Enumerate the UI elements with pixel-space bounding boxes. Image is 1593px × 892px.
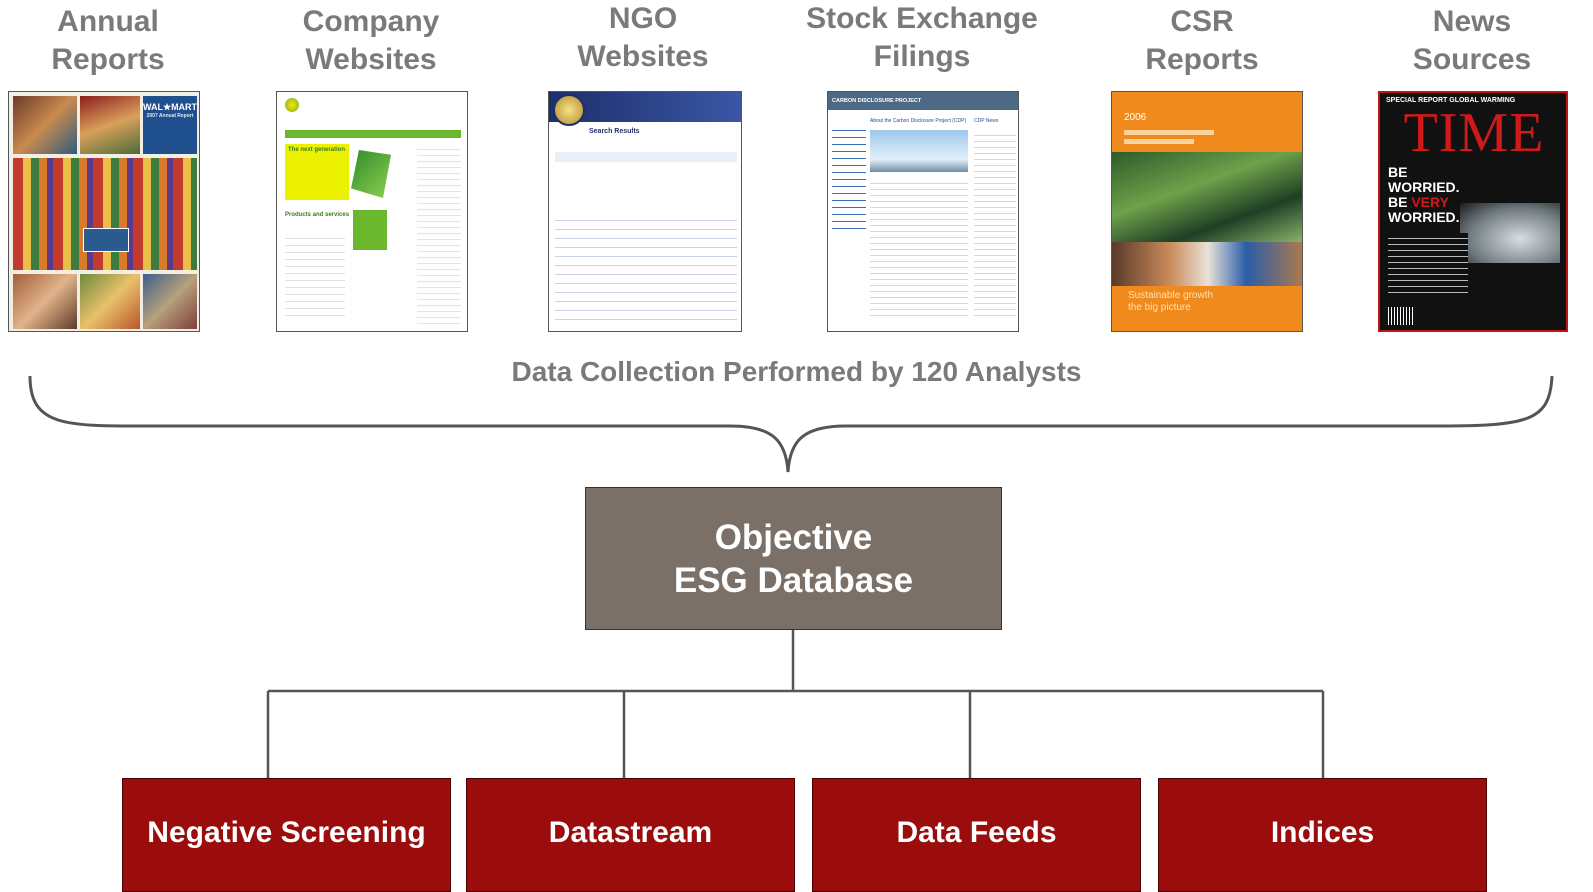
feature-panel: The next generation	[285, 144, 349, 200]
cdp-about-heading: About the Carbon Disclosure Project (CDP…	[870, 118, 967, 124]
text-lines	[285, 232, 345, 322]
source-title-csr-reports: CSR Reports	[1145, 3, 1258, 79]
database-label-line2: ESG Database	[673, 560, 914, 600]
seal-icon	[553, 94, 585, 126]
source-title-news-sources: News Sources	[1413, 3, 1531, 79]
esg-database-box: Objective ESG Database	[585, 487, 1002, 630]
cover-copy	[1388, 233, 1468, 293]
output-label: Data Feeds	[896, 816, 1057, 849]
cover-tagline: Sustainable growth the big picture	[1128, 290, 1213, 314]
walmart-cover: WAL★MART 2007 Annual Report	[143, 96, 197, 154]
cover-banner: SPECIAL REPORT GLOBAL WARMING	[1386, 97, 1516, 104]
cover-headline: BE WORRIED. BE VERY WORRIED.	[1388, 165, 1460, 225]
promo-tile	[353, 210, 387, 250]
forest-photo	[1112, 152, 1302, 242]
datastream-box: Datastream	[466, 778, 795, 892]
ngo-website-thumbnail: Search Results	[548, 91, 742, 332]
barcode-icon	[1388, 307, 1414, 325]
source-title-line1: Stock Exchange	[806, 2, 1038, 35]
collage-photo	[80, 274, 140, 329]
headline-word: BE	[1388, 194, 1408, 210]
collage-photo	[143, 274, 197, 329]
products-heading: Products and services	[285, 212, 350, 218]
feature-title: The next generation	[288, 147, 346, 153]
collage-photo	[80, 96, 140, 154]
search-results-heading: Search Results	[589, 128, 640, 135]
walmart-subtitle: 2007 Annual Report	[146, 113, 194, 119]
body-text	[870, 178, 968, 318]
database-label-line1: Objective	[714, 517, 873, 557]
sky-photo	[870, 130, 968, 172]
people-photos	[1112, 242, 1302, 286]
results-info-bar	[555, 152, 737, 162]
source-title-line2: Reports	[1145, 43, 1259, 76]
company-website-thumbnail: The next generation Products and service…	[276, 91, 468, 332]
source-title-line2: Reports	[51, 43, 165, 76]
news-text	[974, 130, 1016, 320]
source-title-line2: Sources	[1412, 43, 1532, 76]
collage-photo	[13, 274, 77, 329]
csr-report-thumbnail: 2006 Sustainable growth the big picture	[1111, 91, 1303, 332]
news-source-thumbnail: SPECIAL REPORT GLOBAL WARMING TIME BE WO…	[1378, 91, 1568, 332]
source-title-line1: News	[1432, 5, 1512, 38]
source-title-line2: Websites	[305, 43, 437, 76]
source-title-stock-exchange-filings: Stock Exchange Filings	[806, 0, 1038, 76]
tree-connectors	[266, 630, 1325, 778]
cover-tagline-line1: Sustainable growth	[1128, 290, 1214, 301]
collage-photo	[13, 96, 77, 154]
curly-brace	[28, 375, 1554, 473]
site-nav-bar	[285, 130, 461, 138]
headline-line: BE	[1388, 164, 1408, 180]
negative-screening-box: Negative Screening	[122, 778, 451, 892]
cdp-header: CARBON DISCLOSURE PROJECT	[828, 92, 1018, 110]
indices-box: Indices	[1158, 778, 1487, 892]
walmart-logo: WAL★MART	[143, 102, 198, 112]
source-title-ngo-websites: NGO Websites	[577, 0, 708, 76]
leaf-graphic	[351, 150, 391, 198]
source-title-line1: Company	[302, 5, 440, 38]
source-title-line2: Websites	[577, 40, 709, 73]
source-title-line1: CSR	[1170, 5, 1234, 38]
polar-bear-photo	[1460, 203, 1560, 263]
cdp-news-heading: CDP News	[974, 118, 999, 124]
source-title-line2: Filings	[873, 40, 971, 73]
cover-header: 2006	[1112, 92, 1302, 152]
cover-tagline-line2: the big picture	[1128, 302, 1191, 313]
data-feeds-box: Data Feeds	[812, 778, 1141, 892]
output-label: Negative Screening	[147, 816, 426, 849]
results-table	[555, 212, 737, 327]
source-title-line1: Annual	[57, 5, 159, 38]
sidebar-text	[417, 144, 461, 324]
source-title-line1: NGO	[608, 2, 678, 35]
output-label: Indices	[1270, 816, 1375, 849]
output-label: Datastream	[548, 816, 713, 849]
time-logo: TIME	[1403, 102, 1545, 164]
headline-word-red: VERY	[1411, 194, 1449, 210]
collage-photo-store-aisle	[13, 158, 197, 270]
source-title-company-websites: Company Websites	[303, 3, 440, 79]
bp-logo-icon	[285, 98, 299, 112]
source-title-annual-reports: Annual Reports	[51, 3, 164, 79]
headline-line: WORRIED.	[1388, 209, 1460, 225]
stock-filing-thumbnail: CARBON DISCLOSURE PROJECT About the Carb…	[827, 91, 1019, 332]
report-year: 2006	[1124, 112, 1147, 123]
headline-line: WORRIED.	[1388, 179, 1460, 195]
left-nav-links	[832, 124, 866, 234]
annual-report-thumbnail: WAL★MART 2007 Annual Report	[8, 91, 200, 332]
data-collection-caption: Data Collection Performed by 120 Analyst…	[511, 356, 1082, 387]
